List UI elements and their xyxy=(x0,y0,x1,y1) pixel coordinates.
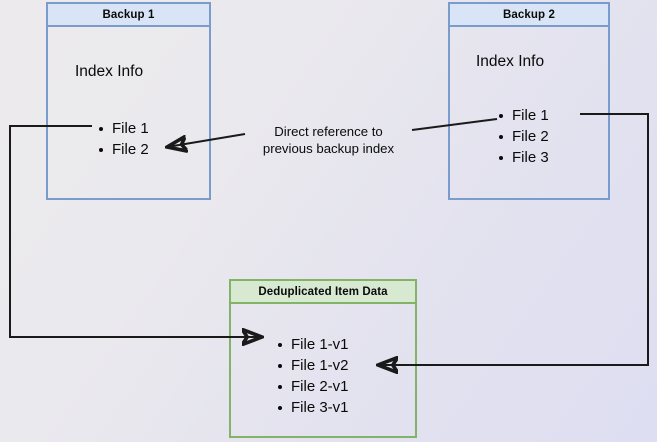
list-item: File 1 xyxy=(98,118,149,139)
deduplicated-item-data-box[interactable]: Deduplicated Item Data File 1-v1 File 1-… xyxy=(229,279,417,438)
backup-1-index-info-label: Index Info xyxy=(75,63,144,80)
list-item: File 3 xyxy=(498,147,549,168)
list-item: File 1 xyxy=(498,105,549,126)
backup-1-file-list: File 1 File 2 xyxy=(98,118,149,160)
list-item: File 2-v1 xyxy=(277,376,349,397)
list-item: File 2 xyxy=(98,139,149,160)
deduplicated-item-data-header: Deduplicated Item Data xyxy=(231,281,415,304)
list-item: File 2 xyxy=(498,126,549,147)
list-item: File 3-v1 xyxy=(277,397,349,418)
list-item: File 1-v2 xyxy=(277,355,349,376)
backup-2-box[interactable]: Backup 2 Index Info File 1 File 2 File 3 xyxy=(448,2,610,200)
direct-reference-note: Direct reference to previous backup inde… xyxy=(262,124,395,156)
backup-1-box[interactable]: Backup 1 Index Info File 1 File 2 xyxy=(46,2,211,200)
backup-1-header: Backup 1 xyxy=(48,4,209,27)
backup-2-index-info-label: Index Info xyxy=(476,53,545,70)
backup-2-header: Backup 2 xyxy=(450,4,608,27)
deduplicated-item-list: File 1-v1 File 1-v2 File 2-v1 File 3-v1 xyxy=(277,334,349,418)
list-item: File 1-v1 xyxy=(277,334,349,355)
backup-2-file-list: File 1 File 2 File 3 xyxy=(498,105,549,168)
